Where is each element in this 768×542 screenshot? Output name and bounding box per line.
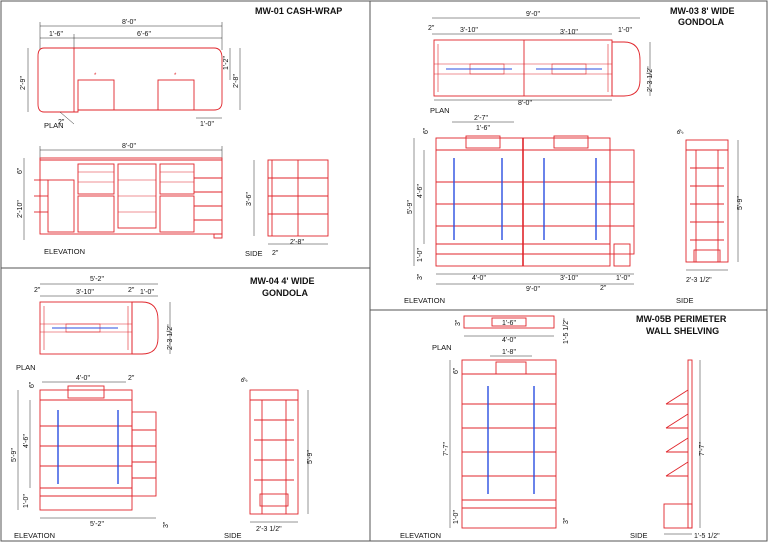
mw04-elev-5-2: 5'-2": [90, 521, 104, 528]
mw04-plan-label: PLAN: [16, 363, 36, 372]
mw03-elev-4-0: 4'-0": [472, 275, 486, 282]
mw01-elev-label: ELEVATION: [44, 247, 85, 256]
mw01-plan-depth: 2'-9": [20, 76, 27, 90]
mw03-plan-2in: 2": [428, 25, 435, 32]
mw03-elev-label: ELEVATION: [404, 296, 445, 305]
mw03-plan-outline: [433, 39, 613, 97]
mw01-title: MW-01 CASH-WRAP: [255, 6, 342, 16]
mw04-side-height: 5'-9": [307, 450, 314, 464]
mw01-plan-2in: 2": [58, 119, 65, 126]
mw05-elev-frame: [461, 359, 557, 529]
mw05-plan-4-0: 4'-0": [502, 337, 516, 344]
mw01-elev-height: 2'-10": [17, 200, 24, 218]
mw04-plan-2in: 2": [34, 287, 41, 294]
mw05-panel: MW-05B PERIMETER WALL SHELVING 3" 1'-6" …: [400, 314, 727, 540]
mw03-elev-1-6: 1'-6": [476, 125, 490, 132]
mw05-elev-label: ELEVATION: [400, 531, 441, 540]
mw05-elev-1-8: 1'-8": [502, 349, 516, 356]
mw04-elev-2in: 2": [128, 375, 135, 382]
mw05-side-upright: [687, 359, 693, 529]
mw04-side-depth: 2'-3 1/2": [256, 526, 282, 533]
mw03-title-1: MW-03 8' WIDE: [670, 6, 734, 16]
mw04-elev-1-0: 1'-0": [23, 494, 30, 508]
mw04-elev-3in: 3": [163, 521, 170, 528]
mw03-elev-2in: 2": [600, 285, 607, 292]
mw01-side-label: SIDE: [245, 249, 263, 258]
svg-text:*: *: [94, 73, 97, 79]
mw03-plan-total: 9'-0": [526, 11, 540, 18]
mw03-panel: MW-03 8' WIDE GONDOLA 9'-0" 2" 3'-10" 3'…: [404, 6, 744, 305]
mw05-title-2: WALL SHELVING: [646, 326, 719, 336]
mw03-side-label: SIDE: [676, 296, 694, 305]
mw03-title-2: GONDOLA: [678, 17, 724, 27]
mw03-elev-4-6: 4'-6": [417, 184, 424, 198]
mw03-plan-b: 3'-10": [560, 29, 578, 36]
mw01-plan-cabinet-right: [157, 79, 195, 111]
mw05-elev-1-0: 1'-0": [453, 510, 460, 524]
mw03-plan-depth: 2'-3 1/2": [647, 66, 654, 92]
mw01-plan-label: PLAN: [44, 121, 64, 130]
mw05-elev-6in: 6": [453, 367, 460, 374]
mw03-plan-c: 1'-0": [618, 27, 632, 34]
mw05-side-label: SIDE: [630, 531, 648, 540]
mw01-side-height: 3'-6": [246, 192, 253, 206]
mw05-plan-1-6: 1'-6": [502, 320, 516, 327]
mw05-elev-3in: 3": [563, 517, 570, 524]
mw03-elev-6in: 6": [423, 127, 430, 134]
mw01-plan-cabinet-left: [77, 79, 115, 111]
mw04-plan-2b: 2": [128, 287, 135, 294]
mw01-plan-right: 6'-6": [137, 31, 151, 38]
mw04-title-1: MW-04 4' WIDE: [250, 276, 314, 286]
mw04-elev-4-6: 4'-6": [23, 434, 30, 448]
mw05-plan-depth: 1'-5 1/2": [563, 318, 570, 344]
mw04-elev-6in: 6": [29, 381, 36, 388]
mw04-side-label: SIDE: [224, 531, 242, 540]
mw04-panel: MW-04 4' WIDE GONDOLA 5'-2" 2" 3'-10" 2"…: [11, 276, 314, 540]
mw03-elev-1-0: 1'-0": [616, 275, 630, 282]
mw04-elev-5-9: 5'-9": [11, 448, 18, 462]
mw05-plan-label: PLAN: [432, 343, 452, 352]
mw05-plan-outline: [463, 315, 555, 329]
mw04-plan-depth: 2'-3 1/2": [167, 324, 174, 350]
mw01-plan-1-0: 1'-0": [200, 121, 214, 128]
mw03-side-6in: 6": [675, 128, 685, 138]
mw04-plan-a: 3'-10": [76, 289, 94, 296]
mw04-elev-4-0: 4'-0": [76, 375, 90, 382]
mw03-side-height: 5'-9": [737, 196, 744, 210]
mw03-elev-2-7: 2'-7": [474, 115, 488, 122]
mw01-elev-6in: 6": [17, 167, 24, 174]
mw03-elev-1-0v: 1'-0": [417, 248, 424, 262]
mw03-elev-3in: 3": [417, 273, 424, 280]
mw03-plan-bottom: 8'-0": [518, 100, 532, 107]
mw03-plan-a: 3'-10": [460, 27, 478, 34]
mw01-plan-depth2: 2'-8": [233, 74, 240, 88]
mw01-plan-total: 8'-0": [122, 19, 136, 26]
mw01-side-2in: 2": [272, 250, 279, 257]
mw04-elev-label: ELEVATION: [14, 531, 55, 540]
mw04-plan-total: 5'-2": [90, 276, 104, 283]
mw05-plan-3in: 3": [455, 319, 462, 326]
mw04-side-6in: 6": [239, 376, 249, 386]
mw01-plan-left: 1'-6": [49, 31, 63, 38]
mw05-side-depth: 1'-5 1/2": [694, 533, 720, 540]
mw01-panel: MW-01 CASH-WRAP 8'-0" 1'-6" 6'-6" * * 2'…: [17, 6, 342, 258]
svg-text:*: *: [174, 73, 177, 79]
mw04-plan-c: 1'-0": [140, 289, 154, 296]
mw05-elev-7-7: 7'-7": [443, 442, 450, 456]
mw03-side-view: [685, 139, 729, 263]
mw01-plan-counter: 1'-2": [223, 56, 230, 70]
mw05-side-height: 7'-7": [699, 442, 706, 456]
mw03-elev-3-10: 3'-10": [560, 275, 578, 282]
mw03-plan-label: PLAN: [430, 106, 450, 115]
mw01-elev-total: 8'-0": [122, 143, 136, 150]
mw03-side-depth: 2'-3 1/2": [686, 277, 712, 284]
mw03-elev-9-0: 9'-0": [526, 286, 540, 293]
mw04-side-view: [249, 389, 299, 515]
mw05-title-1: MW-05B PERIMETER: [636, 314, 727, 324]
mw01-side-depth: 2'-8": [290, 239, 304, 246]
mw04-title-2: GONDOLA: [262, 288, 308, 298]
mw03-elev-5-9: 5'-9": [407, 200, 414, 214]
